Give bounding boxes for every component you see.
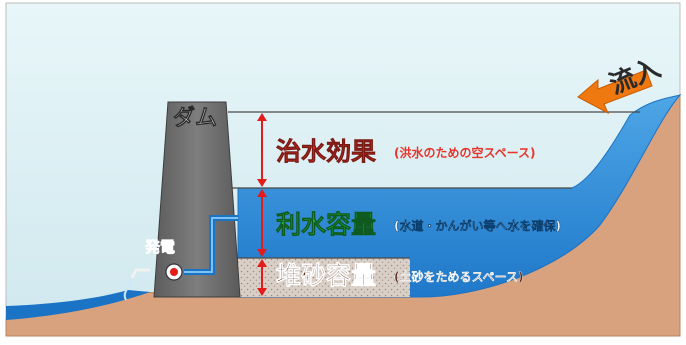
zone-sediment-detail: (土砂をためるスペース) [394,269,524,284]
zone-water-use-detail: (水道・かんがい等へ水を確保) [394,218,561,233]
outlet-tap-icon [130,268,150,279]
inflow-arrow-icon [577,69,653,115]
downstream-water [6,290,150,320]
zone-flood-title: 治水効果 [276,137,376,166]
intake-pipe-highlight [184,217,238,273]
flood-dimension-arrow [257,113,267,187]
dam-label: ダム [173,105,217,131]
sediment-zone [238,258,410,297]
generator-core-icon [170,268,178,276]
water-use-dimension-arrow [257,189,267,257]
zone-sediment-title: 堆砂容量 [276,261,376,290]
dam-body [153,101,241,298]
zone-flood-detail: (洪水のための空スペース) [394,145,536,160]
zone-water-use-title: 利水容量 [276,210,376,239]
reservoir-water [237,94,682,298]
outlet-spray-icon [123,279,133,301]
power-label: 発電 [144,238,175,256]
sediment-dimension-arrow [257,259,267,296]
